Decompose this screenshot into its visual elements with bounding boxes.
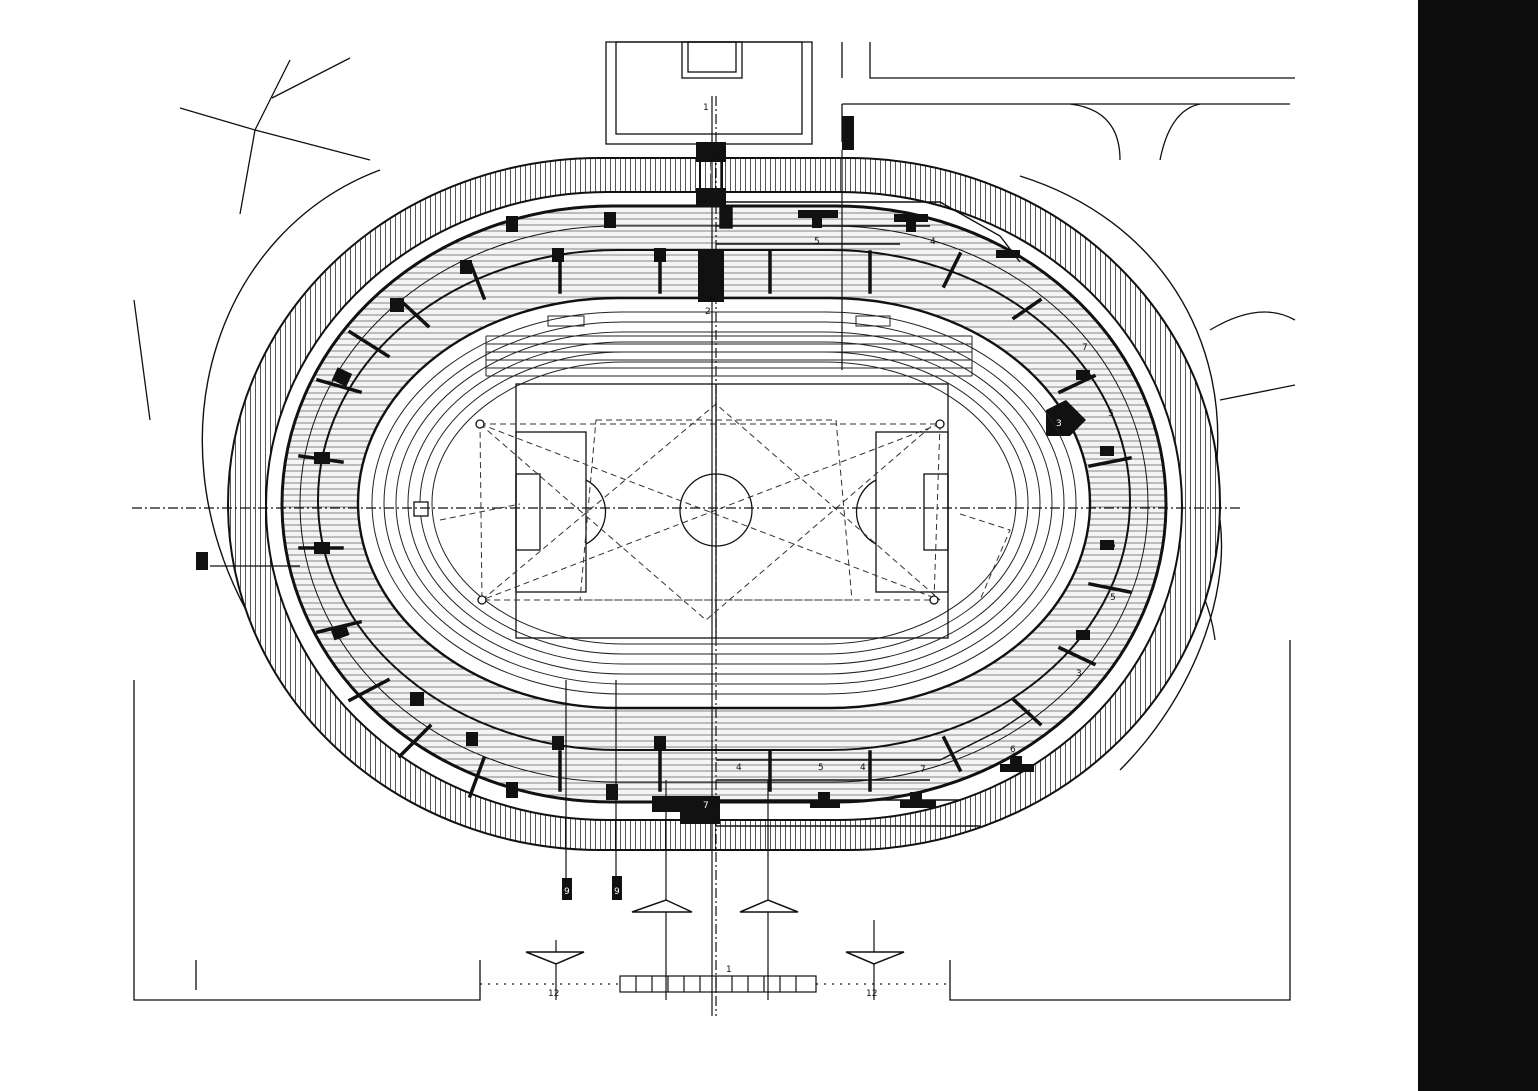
label-axis-gate: 6 — [706, 167, 712, 177]
label-entrance-right: 9 — [614, 887, 620, 897]
north-stand-rooms — [716, 201, 1021, 263]
label-south-room-item: 5 — [818, 763, 824, 773]
label-south-room-item: 4 — [860, 763, 866, 773]
plan-labels: 1 6 2 C 3 7 9 9 1 12 12 5 4 6 7 4 5 4 7 … — [200, 103, 1116, 999]
entrance-gates — [525, 899, 905, 965]
axis-lines — [132, 96, 1240, 1016]
label-south-room: 7 — [703, 801, 709, 811]
south-stand-fixtures — [652, 756, 1034, 824]
scan-edge-band — [1418, 0, 1538, 1091]
label-east-room-item: 5 — [1108, 409, 1114, 419]
vomitories — [314, 212, 1114, 800]
north-tunnel — [696, 116, 854, 302]
site-context — [133, 41, 1296, 1001]
label-gate-right: 12 — [866, 989, 877, 999]
label-axis-top: 1 — [703, 103, 709, 113]
label-gate-row: 1 — [726, 965, 732, 975]
label-north-room: 4 — [930, 237, 936, 247]
section-markers — [196, 552, 622, 900]
label-east-room-item: 5 — [1110, 593, 1116, 603]
label-east-room: 3 — [1056, 419, 1062, 429]
label-entrance-left: 9 — [564, 887, 570, 897]
label-east-room-item: 5 — [1110, 541, 1116, 551]
label-north-room: 6 — [1008, 249, 1014, 259]
label-east-room-item: 3 — [1076, 669, 1082, 679]
east-room — [1046, 400, 1086, 436]
site-boundary — [201, 169, 1223, 771]
label-south-room-item: 4 — [736, 763, 742, 773]
north-stand-fixtures — [798, 210, 1020, 258]
label-south-room-item: 6 — [1010, 745, 1016, 755]
label-south-room-item: 7 — [920, 765, 926, 775]
floodlight-geometry — [439, 403, 1011, 621]
floodlight-masts — [475, 419, 945, 605]
ticket-booths — [480, 975, 950, 993]
sprint-lanes — [485, 315, 973, 377]
label-gate-left: 12 — [548, 989, 559, 999]
label-west-gate: C — [200, 557, 206, 567]
label-north-room: 5 — [814, 237, 820, 247]
label-north-room: 7 — [1082, 343, 1088, 353]
label-axis-stand: 2 — [705, 307, 711, 317]
